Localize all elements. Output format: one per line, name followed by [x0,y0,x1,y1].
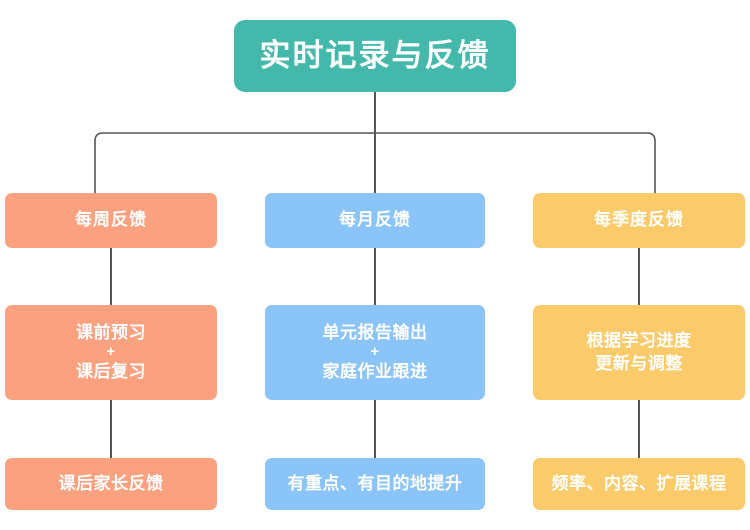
branch-detail-quarterly[interactable]: 根据学习进度 更新与调整 [533,305,745,400]
branch-header-quarterly[interactable]: 每季度反馈 [533,193,745,248]
branch-header-monthly[interactable]: 每月反馈 [265,193,485,248]
branch-detail-weekly-line-1: 课前预习 [76,322,146,342]
branch-leaf-quarterly[interactable]: 频率、内容、扩展课程 [533,458,745,510]
root-node-title[interactable]: 实时记录与反馈 [234,20,516,92]
branch-detail-weekly[interactable]: 课前预习 + 课后复习 [5,305,217,400]
branch-leaf-monthly-label: 有重点、有目的地提升 [287,473,463,493]
branch-detail-monthly[interactable]: 单元报告输出 + 家庭作业跟进 [265,305,485,400]
branch-leaf-monthly[interactable]: 有重点、有目的地提升 [265,458,485,510]
branch-leaf-weekly-label: 课后家长反馈 [58,473,164,493]
branch-header-weekly[interactable]: 每周反馈 [5,193,217,248]
branch-header-quarterly-label: 每季度反馈 [594,210,684,230]
branch-header-weekly-label: 每周反馈 [75,210,147,230]
branch-leaf-quarterly-label: 频率、内容、扩展课程 [551,473,727,493]
branch-detail-quarterly-line-1: 根据学习进度 [586,331,692,351]
branch-detail-weekly-line-2: 课后复习 [76,361,146,381]
branch-detail-monthly-line-2: 家庭作业跟进 [322,361,428,381]
branch-leaf-weekly[interactable]: 课后家长反馈 [5,458,217,510]
root-node-label: 实时记录与反馈 [259,37,491,73]
branch-header-monthly-label: 每月反馈 [339,210,411,230]
branch-detail-weekly-separator: + [106,343,116,361]
branch-detail-monthly-separator: + [370,343,380,361]
branch-detail-monthly-line-1: 单元报告输出 [322,322,428,342]
branch-detail-quarterly-line-2: 更新与调整 [595,353,683,373]
